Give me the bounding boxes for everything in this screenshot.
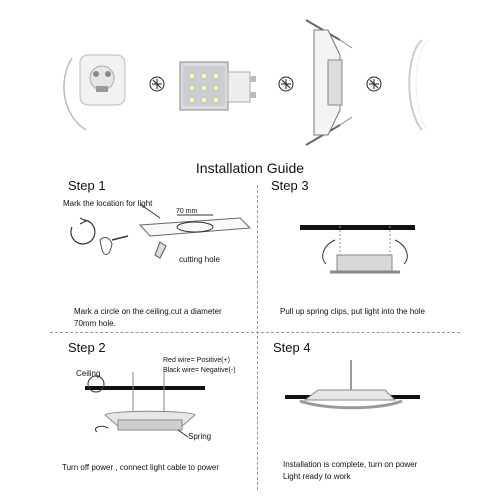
step4-title: Step 4 — [273, 340, 311, 355]
step1-instruction: Mark the location for light — [63, 199, 153, 208]
dimension-label: 70 mm — [176, 208, 198, 215]
step4-caption-line1: Installation is complete, turn on power — [283, 460, 418, 469]
glass-cover — [408, 39, 429, 131]
black-wire-label: Black wire= Negative(-) — [163, 367, 236, 374]
spring-label: Spring — [188, 432, 212, 441]
guide-title: Installation Guide — [195, 160, 305, 176]
led-bulb — [179, 61, 256, 111]
retaining-ring — [63, 57, 87, 131]
step1-title: Step 1 — [68, 178, 106, 193]
red-wire-label: Red wire= Positive(+) — [163, 357, 230, 364]
step2-title: Step 2 — [68, 340, 106, 355]
step3-caption: Pull up spring clips, put light into the… — [280, 307, 425, 316]
step4-caption-line2: Light ready to work — [283, 472, 351, 481]
downlight-housing — [305, 19, 353, 146]
plus-icon — [149, 76, 165, 92]
plus-icon — [366, 76, 382, 92]
step3-title: Step 3 — [271, 178, 309, 193]
divider-horizontal — [50, 332, 460, 333]
gu10-socket — [79, 54, 126, 106]
cutting-hole-label: cutting hole — [179, 255, 220, 264]
ceiling-label: Ceiling — [76, 369, 101, 378]
step2-caption: Turn off power , connect light cable to … — [62, 463, 219, 472]
step1-caption-line1: Mark a circle on the ceiling,cut a diame… — [74, 307, 222, 316]
plus-icon — [278, 76, 294, 92]
divider-vertical — [257, 185, 258, 490]
step1-caption-line2: 70mm hole. — [74, 319, 116, 328]
